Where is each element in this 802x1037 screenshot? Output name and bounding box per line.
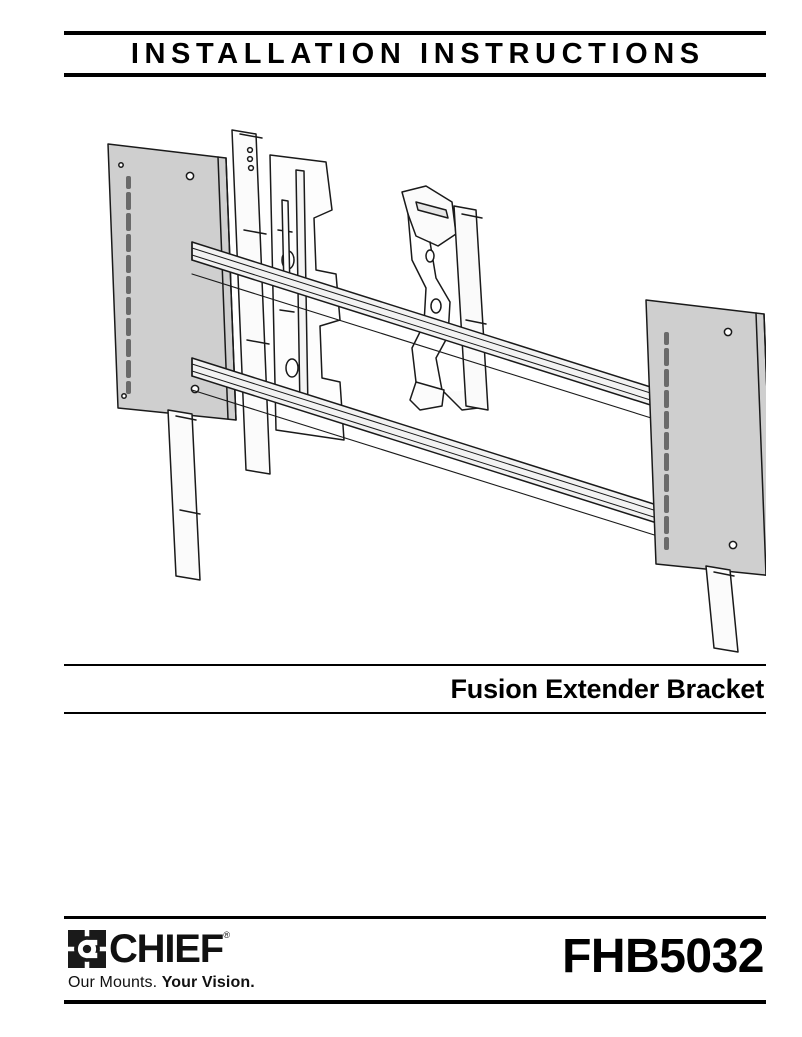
- fusion-extender-bracket-illustration: [107, 129, 766, 653]
- footer-banner: CHIEF ® Our Mounts. Your Vision. FHB5032: [64, 916, 766, 1004]
- brand-wordmark: CHIEF: [109, 927, 224, 971]
- footer-rule-bottom: [64, 1000, 766, 1004]
- left-release-handle-upper: [401, 185, 479, 411]
- product-illustration-area: [64, 110, 766, 655]
- chief-target-logo-icon: [68, 930, 106, 968]
- right-wall-rail-tail: [705, 565, 739, 653]
- brand-tagline: Our Mounts. Your Vision.: [68, 973, 368, 992]
- left-wall-rail-tail: [167, 409, 201, 581]
- page-title: INSTALLATION INSTRUCTIONS: [130, 38, 705, 70]
- model-number: FHB5032: [562, 930, 764, 983]
- left-wall-rail: [231, 129, 271, 475]
- registered-trademark-symbol: ®: [223, 930, 231, 940]
- header-banner: INSTALLATION INSTRUCTIONS: [64, 31, 766, 77]
- product-name-banner: Fusion Extender Bracket: [64, 664, 766, 714]
- rail-guide-lines: [191, 273, 665, 539]
- logo-wordmark-wrap: CHIEF ®: [109, 927, 230, 971]
- brand-tagline-bold: Your Vision.: [161, 974, 255, 991]
- left-extender-carriage: [453, 205, 489, 411]
- brand-tagline-regular: Our Mounts.: [68, 974, 158, 991]
- product-name: Fusion Extender Bracket: [450, 674, 765, 704]
- right-mounting-plate: [645, 299, 766, 576]
- footer-rule-top: [64, 916, 766, 919]
- product-rule-bottom: [64, 712, 766, 714]
- header-rule-top: [64, 31, 766, 35]
- logo-lockup: CHIEF ®: [68, 927, 368, 971]
- header-rule-bottom: [64, 73, 766, 77]
- chief-brand-logo: CHIEF ® Our Mounts. Your Vision.: [68, 927, 368, 998]
- product-rule-top: [64, 664, 766, 666]
- left-mounting-plate: [107, 143, 237, 421]
